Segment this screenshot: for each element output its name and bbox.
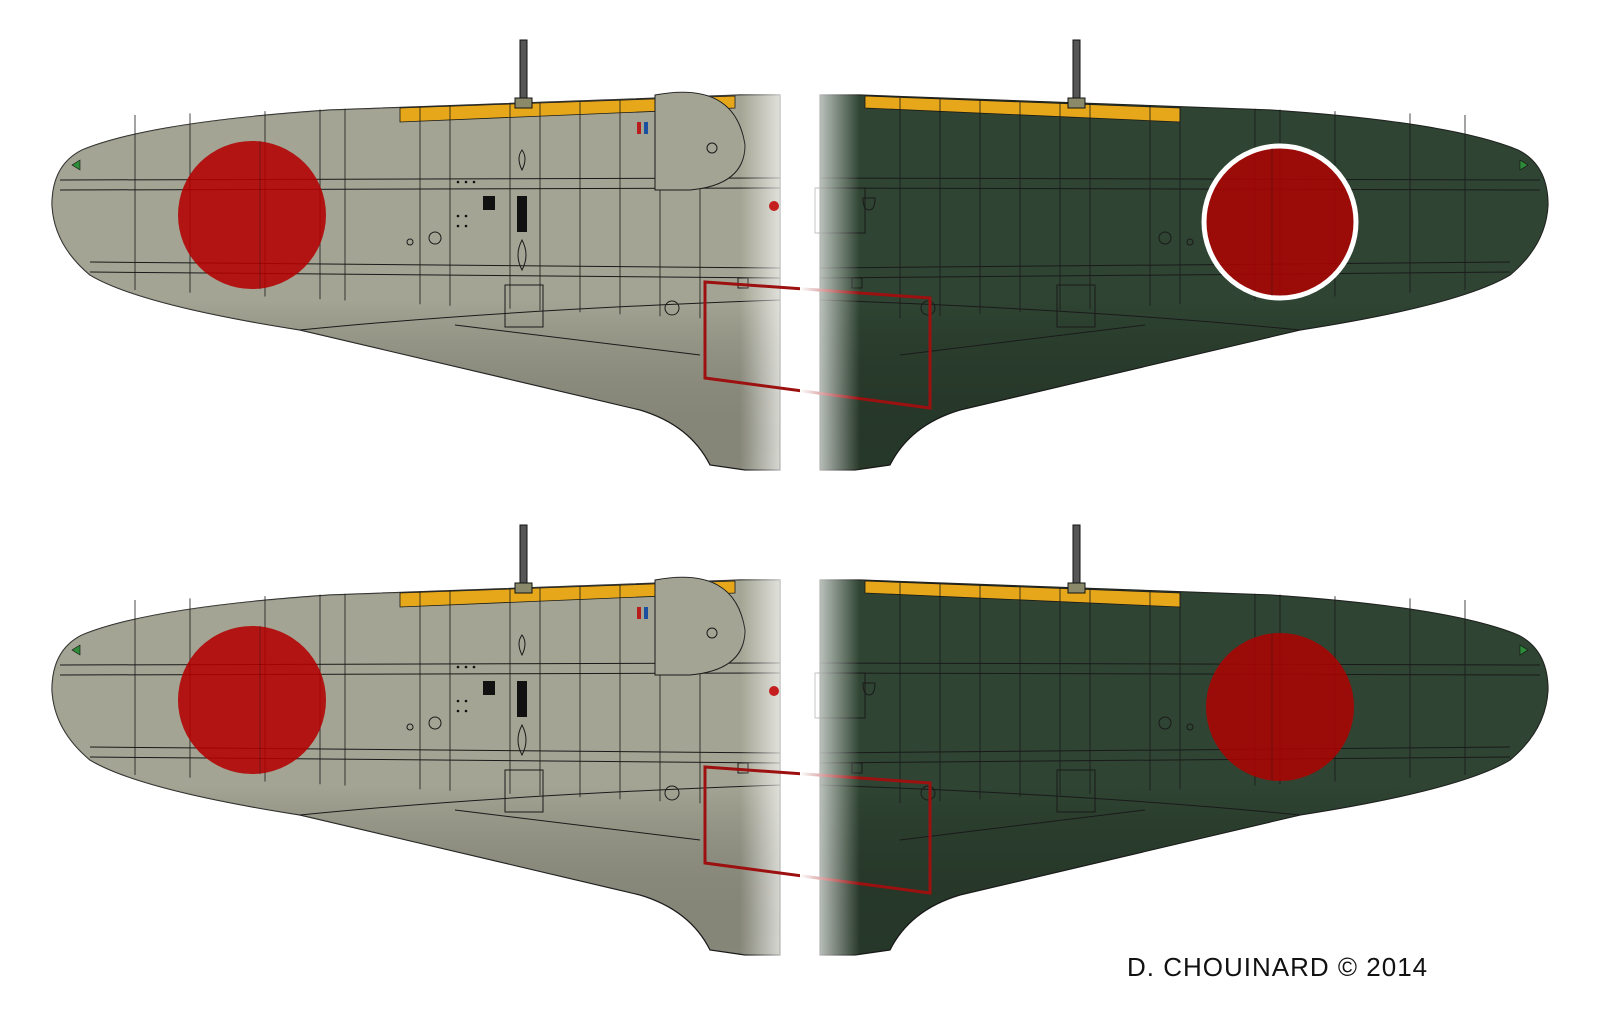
access-panel [1056, 284, 1096, 328]
panel-line [819, 271, 1511, 279]
gun-mount [1067, 97, 1086, 109]
fairing [517, 238, 527, 272]
wing-underside-bottom-left [51, 524, 800, 965]
nav-light [1519, 159, 1529, 171]
inspection-port [1186, 238, 1194, 246]
gun-mount [514, 582, 533, 594]
gun-barrel [1072, 39, 1081, 103]
inspection-port [664, 300, 680, 316]
hinomaru-white-border [1201, 143, 1359, 301]
gear-fitting [706, 142, 718, 154]
fairing [517, 723, 527, 757]
rivet [464, 180, 468, 184]
inspection-port [1158, 231, 1172, 245]
hinomaru [1206, 148, 1354, 296]
filler-cap [862, 197, 876, 211]
inspection-port [920, 300, 936, 316]
ejection-port [483, 196, 495, 210]
root-fade [800, 545, 860, 965]
panel-line [819, 261, 1511, 269]
gun-barrel [1072, 524, 1081, 588]
ejection-port [483, 681, 495, 695]
rivet [456, 665, 460, 669]
wing-underside-top-left [51, 39, 800, 480]
walkway-outline [703, 765, 932, 895]
inspection-port [1158, 716, 1172, 730]
rivet [472, 180, 476, 184]
rivet [464, 224, 468, 228]
access-panel [504, 769, 544, 813]
inspection-port [664, 785, 680, 801]
artist-credit: D. CHOUINARD © 2014 [1127, 952, 1429, 982]
rivet [456, 699, 460, 703]
ejection-port [517, 196, 527, 232]
panel-line [819, 299, 1301, 331]
walkway-outline [703, 280, 932, 410]
root-fade [740, 60, 800, 480]
inspection-port [920, 785, 936, 801]
nav-light [1519, 644, 1529, 656]
fairing [518, 149, 526, 172]
fuel-cap [769, 686, 779, 696]
leading-edge-strip [399, 580, 736, 608]
rivet [464, 665, 468, 669]
panel-line [899, 324, 1146, 356]
gear-fitting [706, 627, 718, 639]
wing-shading [820, 95, 1548, 470]
hinomaru [1206, 633, 1354, 781]
wing-upperside-top-right [703, 39, 1549, 480]
rivet [464, 709, 468, 713]
rivet [464, 214, 468, 218]
rivet [456, 180, 460, 184]
filler-cap [862, 682, 876, 696]
wing-upperside-bottom-right [703, 524, 1549, 965]
panel-line [89, 271, 781, 279]
gun-mount [1067, 582, 1086, 594]
panel-line [819, 756, 1511, 764]
stripe-blue [644, 607, 648, 619]
panel-line [819, 784, 1301, 816]
nav-light [71, 644, 81, 656]
rivet [456, 709, 460, 713]
root-fade [740, 545, 800, 965]
inspection-port [428, 231, 442, 245]
panel-line [454, 809, 701, 841]
gun-barrel [519, 39, 528, 103]
rivet [472, 665, 476, 669]
hinomaru [178, 141, 326, 289]
panel-line [454, 324, 701, 356]
inspection-port [406, 238, 414, 246]
root-fade [800, 60, 860, 480]
panel-line [899, 809, 1146, 841]
panel-line [89, 756, 781, 764]
fuel-cap [769, 201, 779, 211]
wing-shading [820, 580, 1548, 955]
gun-barrel [519, 524, 528, 588]
stripe-blue [644, 122, 648, 134]
rivet [456, 214, 460, 218]
stripe-red [637, 122, 641, 134]
ejection-port [517, 681, 527, 717]
rivet [456, 224, 460, 228]
stripe-red [637, 607, 641, 619]
panel-line [819, 746, 1511, 754]
inspection-port [1186, 723, 1194, 731]
access-panel [504, 284, 544, 328]
fairing [518, 634, 526, 657]
gun-mount [514, 97, 533, 109]
nav-light [71, 159, 81, 171]
rivet [464, 699, 468, 703]
inspection-port [428, 716, 442, 730]
hinomaru [178, 626, 326, 774]
leading-edge-strip [399, 95, 736, 123]
access-panel [1056, 769, 1096, 813]
inspection-port [406, 723, 414, 731]
